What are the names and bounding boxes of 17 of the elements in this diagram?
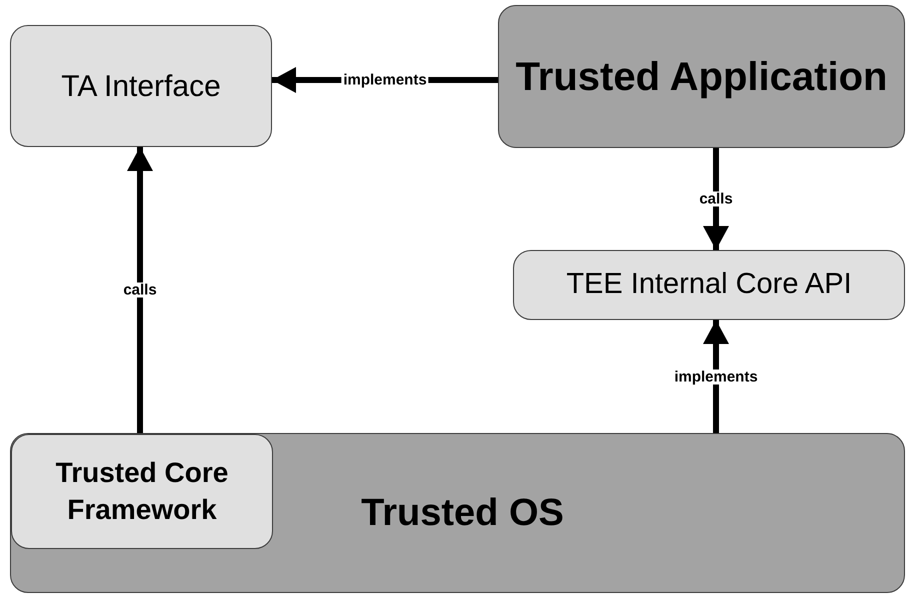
edge-label: calls — [121, 282, 159, 298]
edge-label: calls — [697, 192, 735, 206]
interface-box — [10, 25, 272, 147]
node-label: Trusted OS — [361, 490, 564, 536]
edge-label: implements — [341, 72, 429, 88]
api-box — [513, 250, 905, 320]
node-label: TEE Internal Core API — [566, 267, 852, 302]
arrow — [703, 148, 729, 250]
os-band — [10, 433, 905, 593]
application-box — [498, 5, 905, 148]
node-label: Trusted Application — [516, 54, 888, 100]
edge-label: implements — [672, 369, 760, 384]
node-label: Trusted Core Framework — [54, 456, 230, 526]
framework-box — [11, 434, 273, 549]
arrow — [127, 147, 153, 433]
node-label: TA Interface — [61, 68, 221, 104]
arrow — [703, 320, 729, 433]
